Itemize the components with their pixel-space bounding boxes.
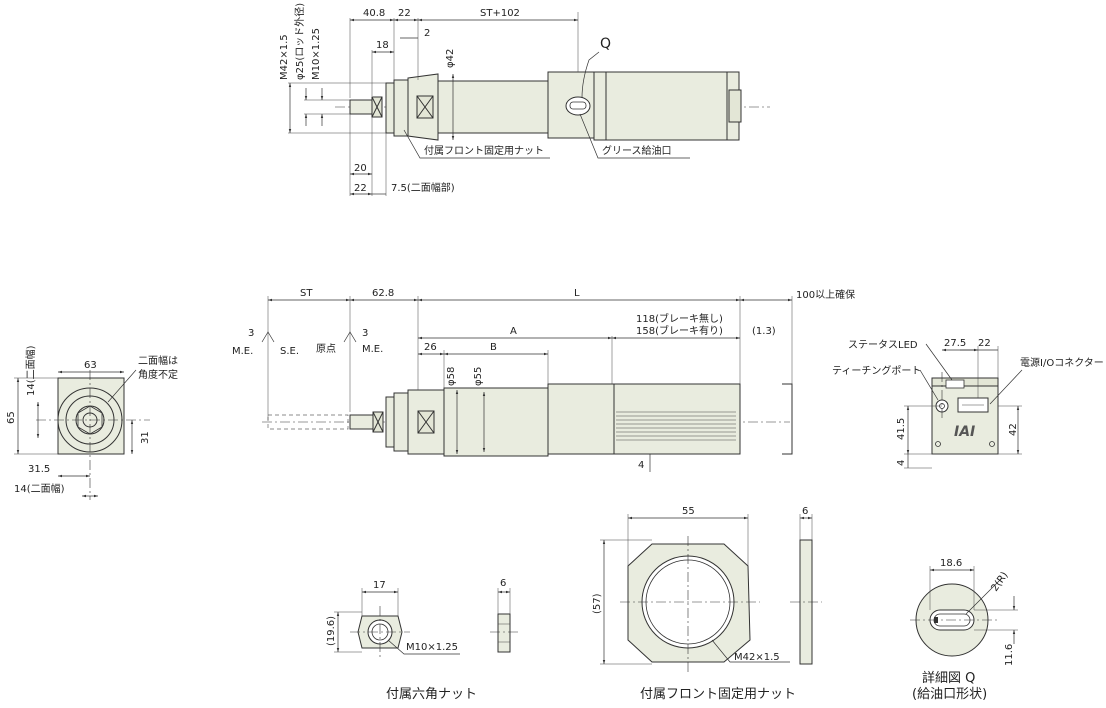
front-flange	[393, 79, 409, 137]
cooling-fins	[616, 411, 736, 441]
dim-19-6: (19.6)	[326, 616, 337, 646]
hex-nut-caption: 付属六角ナット	[386, 687, 477, 702]
dim-1-3: (1.3)	[752, 326, 776, 337]
cylinder-tube	[437, 80, 549, 134]
note-line1: 二面幅は	[138, 354, 178, 367]
dim-m42: M42×1.5	[279, 34, 290, 80]
dim-3a: 3	[248, 328, 254, 339]
side-view: ST 62.8 L 100以上確保 A 118(ブレーキ無し) 158(ブレーキ…	[232, 288, 855, 472]
dim-st: ST	[300, 288, 313, 299]
dim-7-5: 7.5(二面幅部)	[391, 181, 455, 194]
dim-20: 20	[354, 163, 367, 174]
dim-18-6: 18.6	[940, 558, 962, 569]
rod	[349, 99, 376, 115]
iai-logo: IAI	[954, 424, 975, 440]
dim-6a: 6	[500, 578, 506, 589]
label-origin: 原点	[316, 343, 336, 355]
detail-q-title: 詳細図 Q	[922, 670, 975, 686]
cylinder-tube	[443, 387, 549, 457]
dim-63: 63	[84, 360, 97, 371]
grease-callout: グリース給油口	[602, 144, 672, 157]
front-nut	[385, 82, 395, 134]
grease-block	[547, 383, 615, 455]
rear-view: IAI 27.5 22 ステータスLED ティーチングポート 電源I/Oコネクタ…	[832, 338, 1104, 469]
dim-2r: 2(R)	[989, 570, 1010, 594]
motor-housing	[613, 383, 741, 455]
label-se: S.E.	[280, 346, 299, 357]
dim-158: 158(ブレーキ有り)	[636, 324, 723, 337]
dim-55b: 55	[682, 506, 695, 517]
dim-l: L	[574, 288, 580, 299]
dim-22: 22	[398, 8, 411, 19]
front-nut-drawing: 55 (57) M42×1.5 6 付属フロント固定用ナット	[592, 506, 822, 702]
top-view: 40.8 22 ST+102 18 2 φ42 M42×1.5 φ25(ロッド外…	[279, 3, 770, 196]
motor-housing	[593, 71, 740, 141]
front-nut-callout: 付属フロント固定用ナット	[424, 144, 544, 157]
q-label: Q	[600, 36, 611, 52]
label-teaching-port: ティーチングポート	[832, 364, 921, 377]
dim-phi25: φ25(ロッド外径)	[293, 3, 306, 80]
dim-b: B	[490, 342, 497, 353]
dim-11-6: 11.6	[1004, 644, 1015, 666]
front-nut-caption: 付属フロント固定用ナット	[640, 687, 796, 702]
dim-14-bottom: 14(二面幅)	[14, 482, 65, 495]
detail-q-drawing: 18.6 2(R) 11.6 詳細図 Q (給油口形状)	[910, 558, 1018, 702]
dim-m10: M10×1.25	[311, 28, 322, 80]
dim-41-5: 41.5	[896, 418, 907, 440]
dim-st-102: ST+102	[480, 8, 520, 19]
dim-6b: 6	[802, 506, 808, 517]
dim-31: 31	[140, 431, 151, 444]
dim-14-top: 14(二面幅)	[24, 345, 37, 396]
dim-42: 42	[1008, 423, 1019, 436]
label-power-io: 電源I/Oコネクター	[1020, 356, 1104, 369]
dim-62-8: 62.8	[372, 288, 394, 299]
note-line2: 角度不定	[138, 368, 178, 381]
dim-26: 26	[424, 342, 437, 353]
dim-2: 2	[424, 28, 430, 39]
dim-57: (57)	[592, 593, 603, 614]
dim-65: 65	[6, 411, 17, 424]
dim-3b: 3	[362, 328, 368, 339]
dim-4b: 4	[896, 460, 907, 466]
grease-port	[565, 96, 591, 116]
dim-a: A	[510, 326, 517, 337]
hex-nut-thread: M10×1.25	[406, 642, 458, 653]
label-me-right: M.E.	[362, 344, 383, 355]
hex-nut-drawing: 17 (19.6) M10×1.25 6 付属六角ナット	[326, 578, 518, 702]
dim-18: 18	[376, 40, 389, 51]
label-status-led: ステータスLED	[848, 339, 918, 351]
front-view: 63 14(二面幅) 65 31 31.5 14(二面幅) 二面幅は 角度不定	[6, 345, 178, 500]
dim-40-8: 40.8	[363, 8, 385, 19]
dim-100: 100以上確保	[796, 288, 855, 301]
dim-22c: 22	[978, 338, 991, 349]
front-nut-thread: M42×1.5	[734, 652, 780, 663]
dim-phi58: φ58	[446, 367, 457, 386]
dim-22b: 22	[354, 183, 367, 194]
dim-17: 17	[373, 580, 386, 591]
front-nut	[385, 396, 395, 448]
dim-4: 4	[638, 460, 644, 471]
hex-nut-side	[497, 613, 511, 653]
dim-31-5: 31.5	[28, 464, 50, 475]
dim-phi55: φ55	[473, 367, 484, 386]
dim-27-5: 27.5	[944, 338, 966, 349]
detail-q-subtitle: (給油口形状)	[912, 687, 987, 702]
dim-phi42: φ42	[445, 49, 456, 68]
dim-118: 118(ブレーキ無し)	[636, 312, 723, 325]
label-me-left: M.E.	[232, 346, 253, 357]
